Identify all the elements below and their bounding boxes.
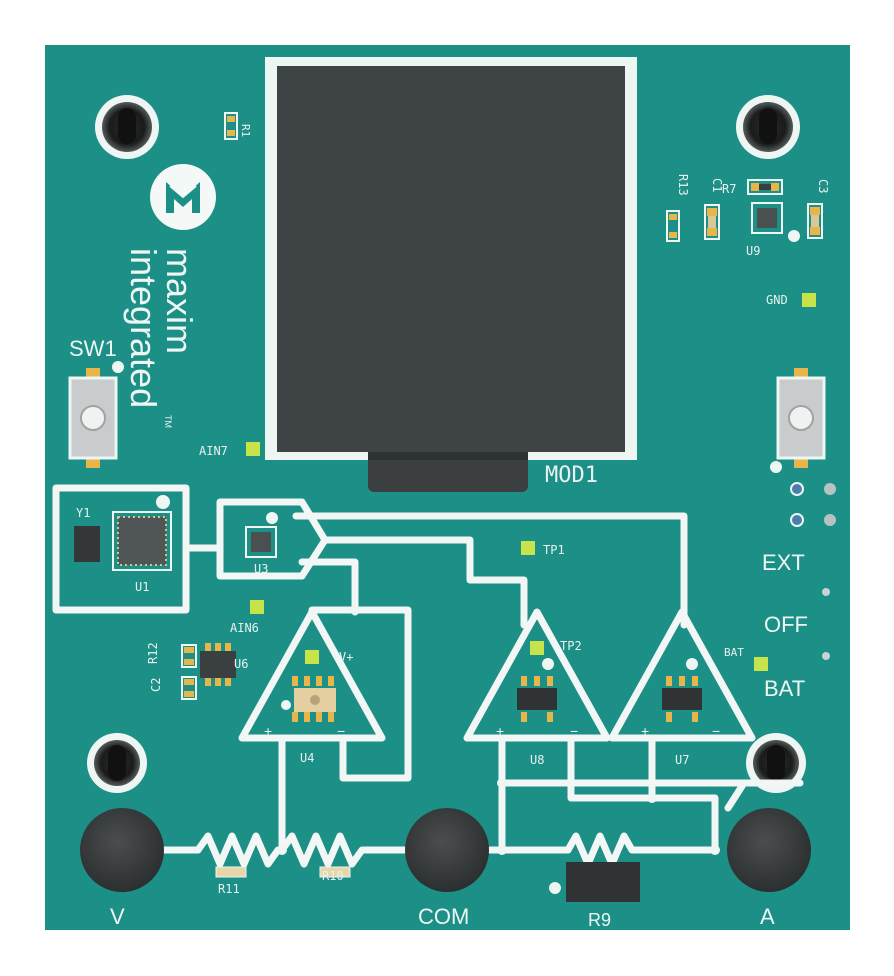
via	[822, 588, 830, 596]
resistor-r10	[278, 832, 369, 878]
u7-plus-label: +	[641, 723, 649, 739]
bat-test-point	[754, 657, 768, 671]
capacitor-c3	[807, 203, 823, 239]
y1-crystal	[74, 526, 100, 562]
bat-label: BAT	[764, 676, 805, 701]
junction	[647, 793, 657, 803]
resistor-r13	[666, 210, 680, 242]
u7-minus-label: −	[712, 723, 720, 739]
mounting-hole-icon	[736, 95, 800, 159]
u4-label: U4	[300, 751, 314, 765]
off-label: OFF	[764, 612, 808, 637]
op-amp-u8	[463, 608, 611, 742]
com-terminal-label: COM	[418, 904, 469, 929]
mounting-hole-icon	[87, 733, 147, 793]
resistor-r12	[181, 644, 197, 668]
c3-label: C3	[816, 179, 830, 193]
via	[824, 514, 836, 526]
r1-label: R1	[239, 124, 252, 137]
tp2-label: TP2	[560, 639, 582, 653]
u1-chip	[112, 495, 172, 571]
gnd-label: GND	[766, 293, 788, 307]
y1-label: Y1	[76, 506, 90, 520]
u3-chip	[245, 512, 278, 558]
c1-label: C1	[710, 178, 724, 192]
mod1-label: MOD1	[545, 463, 598, 488]
tactile-switch-icon[interactable]	[770, 368, 826, 473]
gnd-test-point	[802, 293, 816, 307]
junction	[277, 845, 287, 855]
sw1-label: SW1	[69, 336, 117, 361]
op-amp-u4	[238, 608, 386, 742]
u3-label: U3	[254, 562, 268, 576]
bat-tp-label: BAT	[724, 646, 744, 659]
r13-label: R13	[676, 174, 690, 196]
maxim-logo-icon	[150, 164, 216, 230]
resistor-r9	[549, 832, 642, 902]
op-amp-u7	[608, 608, 756, 742]
u7-label: U7	[675, 753, 689, 767]
ain6-label: AIN6	[230, 621, 259, 635]
u6-chip	[200, 643, 236, 686]
u8-minus-label: −	[570, 723, 578, 739]
r12-label: R12	[146, 642, 160, 664]
r7-label: R7	[722, 182, 736, 196]
banana-jack-icon[interactable]	[727, 808, 811, 892]
via	[822, 652, 830, 660]
u8-plus-label: +	[496, 723, 504, 739]
via	[824, 483, 836, 495]
a-terminal-label: A	[760, 904, 775, 929]
logo-integrated-text: integrated	[123, 248, 164, 408]
v-terminal-label: V	[110, 904, 125, 929]
v-plus-label: V+	[339, 650, 353, 664]
tp1-test-point	[521, 541, 535, 555]
u9-label: U9	[746, 244, 760, 258]
junction	[710, 845, 720, 855]
junction	[497, 778, 507, 788]
via	[790, 513, 804, 527]
tp1-label: TP1	[543, 543, 565, 557]
u6-label: U6	[234, 657, 248, 671]
banana-jack-icon[interactable]	[405, 808, 489, 892]
resistor-r7	[747, 179, 783, 195]
u4-minus-label: −	[337, 723, 345, 739]
capacitor-c2	[181, 676, 197, 700]
logo-maxim-text: maxim	[159, 248, 200, 354]
u1-label: U1	[135, 580, 149, 594]
via	[790, 482, 804, 496]
circuit-traces	[52, 484, 804, 854]
u9-chip	[751, 202, 800, 242]
ain6-test-point	[250, 600, 264, 614]
resistor-r11	[194, 832, 286, 878]
u8-label: U8	[530, 753, 544, 767]
r11-label: R11	[218, 882, 240, 896]
tactile-switch-icon[interactable]	[68, 361, 124, 468]
logo-tm-text: TM	[163, 415, 173, 428]
ain7-test-point	[246, 442, 260, 456]
mounting-hole-icon	[746, 733, 806, 793]
ext-label: EXT	[762, 550, 805, 575]
mounting-hole-icon	[95, 95, 159, 159]
capacitor-c1	[704, 204, 720, 240]
junction	[497, 845, 507, 855]
junction	[350, 605, 360, 615]
r9-label: R9	[588, 910, 611, 930]
mod1-module	[265, 57, 637, 492]
r10-label: R10	[322, 869, 344, 883]
resistor-r1: R1	[224, 112, 252, 140]
u4-plus-label: +	[264, 723, 272, 739]
banana-jack-icon[interactable]	[80, 808, 164, 892]
ain7-label: AIN7	[199, 444, 228, 458]
c2-label: C2	[149, 678, 163, 692]
